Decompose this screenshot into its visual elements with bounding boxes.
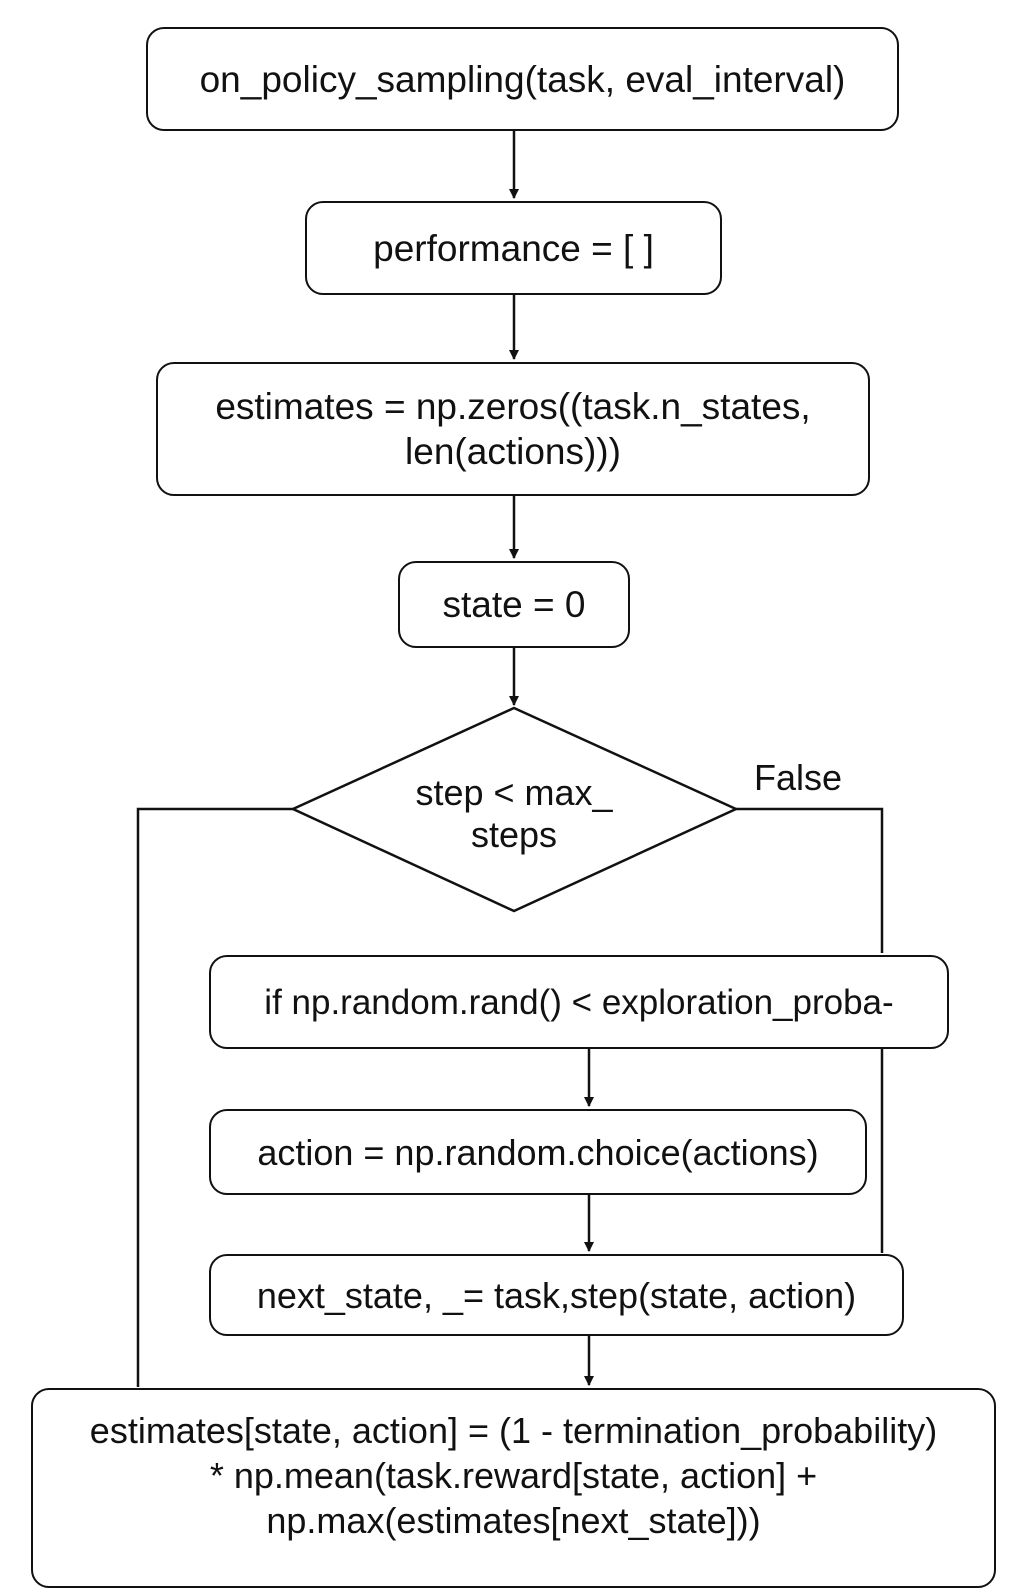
flowchart-canvas bbox=[136, 131, 884, 1387]
loop-condition-label: step < max_ steps bbox=[415, 772, 613, 855]
loop-back-line bbox=[136, 807, 293, 1387]
env-step-node: next_state, _= task,step(state, action) bbox=[209, 1254, 904, 1336]
loop-condition-diamond bbox=[290, 706, 740, 913]
performance-node: performance = [ ] bbox=[305, 201, 722, 295]
false-branch-line bbox=[736, 807, 884, 953]
update-estimates-node: estimates[state, action] = (1 - terminat… bbox=[31, 1388, 996, 1588]
estimates-init-node: estimates = np.zeros((task.n_states, len… bbox=[156, 362, 870, 496]
false-branch-label: False bbox=[753, 757, 843, 798]
start-node: on_policy_sampling(task, eval_interval) bbox=[146, 27, 899, 131]
random-action-node: action = np.random.choice(actions) bbox=[209, 1109, 867, 1195]
state-init-node: state = 0 bbox=[398, 561, 630, 648]
explore-check-node: if np.random.rand() < exploration_proba- bbox=[209, 955, 949, 1049]
